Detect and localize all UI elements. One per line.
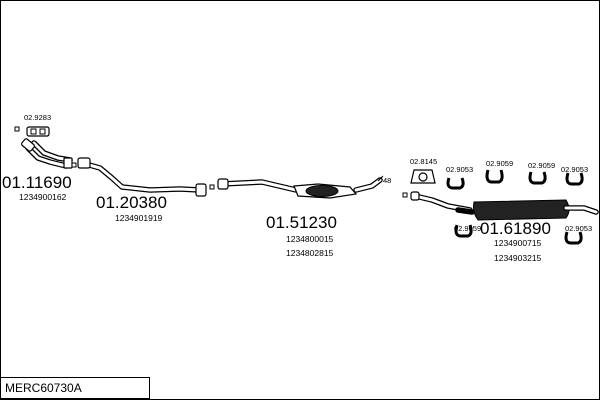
part-number-01-51230: 01.51230 bbox=[266, 213, 337, 232]
clamp-label: 48 bbox=[383, 176, 391, 185]
part-intermediate-pipe[interactable] bbox=[77, 157, 207, 197]
hanger-ring-icon[interactable] bbox=[454, 224, 473, 238]
clamp-icon bbox=[377, 175, 384, 182]
part-ref: 1234900715 bbox=[494, 238, 542, 248]
part-number-01-11690: 01.11690 bbox=[2, 173, 72, 192]
part-ref: 1234901919 bbox=[115, 213, 163, 223]
accessory-label: 02.9053 bbox=[561, 165, 588, 174]
part-front-pipe[interactable] bbox=[21, 126, 73, 169]
part-middle-silencer[interactable] bbox=[217, 177, 383, 199]
rubber-mount-icon[interactable] bbox=[410, 169, 436, 184]
small-clamp bbox=[402, 192, 408, 198]
accessory-label: 02.9059 bbox=[528, 161, 555, 170]
part-number-01-61890: 01.61890 bbox=[480, 219, 551, 238]
small-clamp bbox=[14, 126, 20, 132]
small-clamp bbox=[209, 184, 215, 190]
part-number-01-20380: 01.20380 bbox=[96, 193, 167, 212]
part-ref: 1234900162 bbox=[19, 192, 67, 202]
hanger-ring-icon[interactable] bbox=[528, 171, 547, 185]
part-ref: 1234802815 bbox=[286, 248, 334, 258]
accessory-label: 02.9059 bbox=[486, 159, 513, 168]
accessory-label: 02.9053 bbox=[446, 165, 473, 174]
small-clamp bbox=[71, 162, 77, 168]
accessory-label: 02.8145 bbox=[410, 157, 437, 166]
part-ref: 1234800015 bbox=[286, 234, 334, 244]
part-rear-silencer[interactable] bbox=[410, 191, 599, 221]
hanger-ring-icon[interactable] bbox=[564, 231, 583, 245]
accessory-label: 02.9283 bbox=[24, 113, 51, 122]
hanger-ring-icon[interactable] bbox=[446, 177, 465, 190]
accessory-label: 02.9059 bbox=[454, 224, 481, 233]
diagram-code: MERC60730A bbox=[0, 377, 150, 399]
hanger-ring-icon[interactable] bbox=[565, 172, 584, 186]
hanger-ring-icon[interactable] bbox=[485, 169, 504, 184]
accessory-label: 02.9053 bbox=[565, 224, 592, 233]
part-ref: 1234903215 bbox=[494, 253, 542, 263]
